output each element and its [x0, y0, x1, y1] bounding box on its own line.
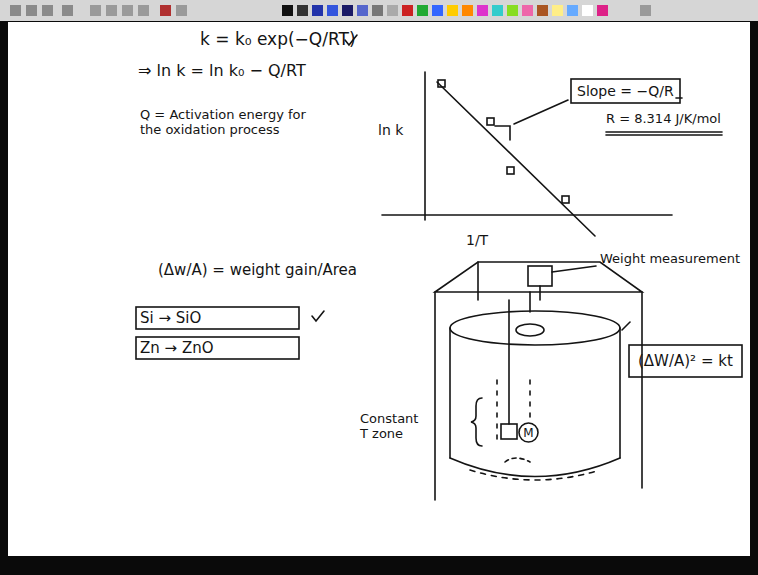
- toolbar: [0, 0, 758, 21]
- data-point: [487, 118, 494, 125]
- node-text: Slope = −Q/R: [577, 83, 674, 99]
- node-text: Zn → ZnO: [140, 339, 213, 357]
- toolbar-icons: [10, 5, 651, 16]
- annotation-text: Constant T zone: [360, 412, 430, 442]
- tick: [676, 97, 682, 99]
- rate-law-box: (ΔW/A)² = kt: [628, 344, 743, 378]
- reaction-box: Si → SiO: [135, 306, 300, 330]
- annotation-text: k = k₀ exp(−Q/RT): [200, 30, 356, 50]
- annotation-text: ⇒ ln k = ln k₀ − Q/RT: [138, 62, 306, 80]
- fit-line: [437, 82, 595, 236]
- ink: [312, 35, 722, 500]
- page: [8, 22, 750, 556]
- slope-triangle: [495, 126, 510, 140]
- outline: [136, 307, 299, 329]
- outline: [136, 337, 299, 359]
- slope-box: Slope = −Q/R: [570, 78, 681, 104]
- x-axis: [382, 214, 672, 216]
- data-point: [562, 196, 569, 203]
- annotation-text: ln k: [378, 122, 403, 138]
- node-text: M: [523, 426, 533, 440]
- node-text: Si → SiO: [140, 309, 201, 327]
- data-point: [507, 167, 514, 174]
- data-point: [438, 80, 445, 87]
- check-mark: [312, 311, 324, 321]
- reaction-box: Zn → ZnO: [135, 336, 300, 360]
- node-text: (ΔW/A)² = kt: [638, 352, 733, 370]
- annotation-text: (Δw/A) = weight gain/Area: [158, 262, 357, 279]
- annotation-text: R = 8.314 J/K/mol: [606, 112, 721, 127]
- annotation-text: Q = Activation energy for the oxidation …: [140, 108, 315, 138]
- y-axis: [424, 72, 426, 220]
- annotation-text: Weight measurement: [600, 252, 740, 267]
- outline: [629, 345, 742, 377]
- outline: [519, 423, 538, 442]
- underline: [606, 134, 722, 136]
- annotation-text: 1/T: [466, 232, 488, 248]
- furnace: [435, 262, 642, 500]
- outline: [571, 79, 680, 103]
- underline: [606, 131, 722, 133]
- mass-circle: M: [518, 422, 539, 443]
- leader-line: [514, 100, 568, 124]
